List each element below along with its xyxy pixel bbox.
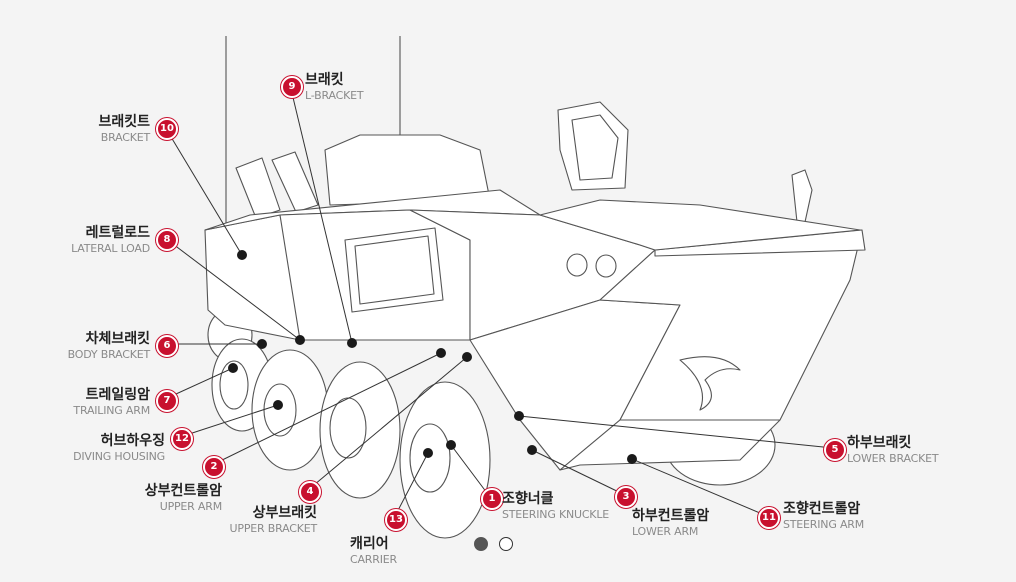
marker-dot-6 [257, 339, 267, 349]
leader-line-3 [531, 449, 626, 496]
marker-dot-7 [228, 363, 238, 373]
leader-line-4 [307, 356, 468, 491]
marker-dot-4 [462, 352, 472, 362]
callout-badge-3[interactable]: 3 [615, 486, 637, 508]
leader-line-5 [518, 415, 834, 449]
marker-dot-11 [627, 454, 637, 464]
callout-badge-1[interactable]: 1 [481, 488, 503, 510]
callout-badge-2[interactable]: 2 [203, 456, 225, 478]
callout-badge-4[interactable]: 4 [299, 481, 321, 503]
leader-line-10 [164, 126, 243, 256]
leader-line-11 [631, 458, 768, 517]
callout-badge-11[interactable]: 11 [758, 507, 780, 529]
callout-badge-7[interactable]: 7 [156, 390, 178, 412]
callout-badge-9[interactable]: 9 [281, 76, 303, 98]
callout-badge-10[interactable]: 10 [156, 118, 178, 140]
callout-badge-12[interactable]: 12 [171, 428, 193, 450]
callout-badge-5[interactable]: 5 [824, 439, 846, 461]
leader-line-7 [164, 367, 234, 400]
callout-badge-8[interactable]: 8 [156, 229, 178, 251]
leader-line-12 [179, 404, 279, 438]
callout-badge-6[interactable]: 6 [156, 335, 178, 357]
leader-line-9 [289, 84, 353, 344]
marker-dot-12 [273, 400, 283, 410]
marker-dot-6b [295, 335, 305, 345]
marker-dot-2 [436, 348, 446, 358]
marker-dot-1 [446, 440, 456, 450]
pager-dot-1[interactable] [474, 537, 488, 551]
leader-line-13 [393, 452, 429, 519]
leader-line-2 [211, 352, 442, 466]
marker-dot-10 [237, 250, 247, 260]
marker-dot-13 [423, 448, 433, 458]
pager-dot-2[interactable] [499, 537, 513, 551]
marker-dot-5 [514, 411, 524, 421]
leader-line-8 [164, 237, 301, 341]
marker-dot-9 [347, 338, 357, 348]
callout-badge-13[interactable]: 13 [385, 509, 407, 531]
marker-dot-3 [527, 445, 537, 455]
leader-line-1 [450, 444, 491, 498]
